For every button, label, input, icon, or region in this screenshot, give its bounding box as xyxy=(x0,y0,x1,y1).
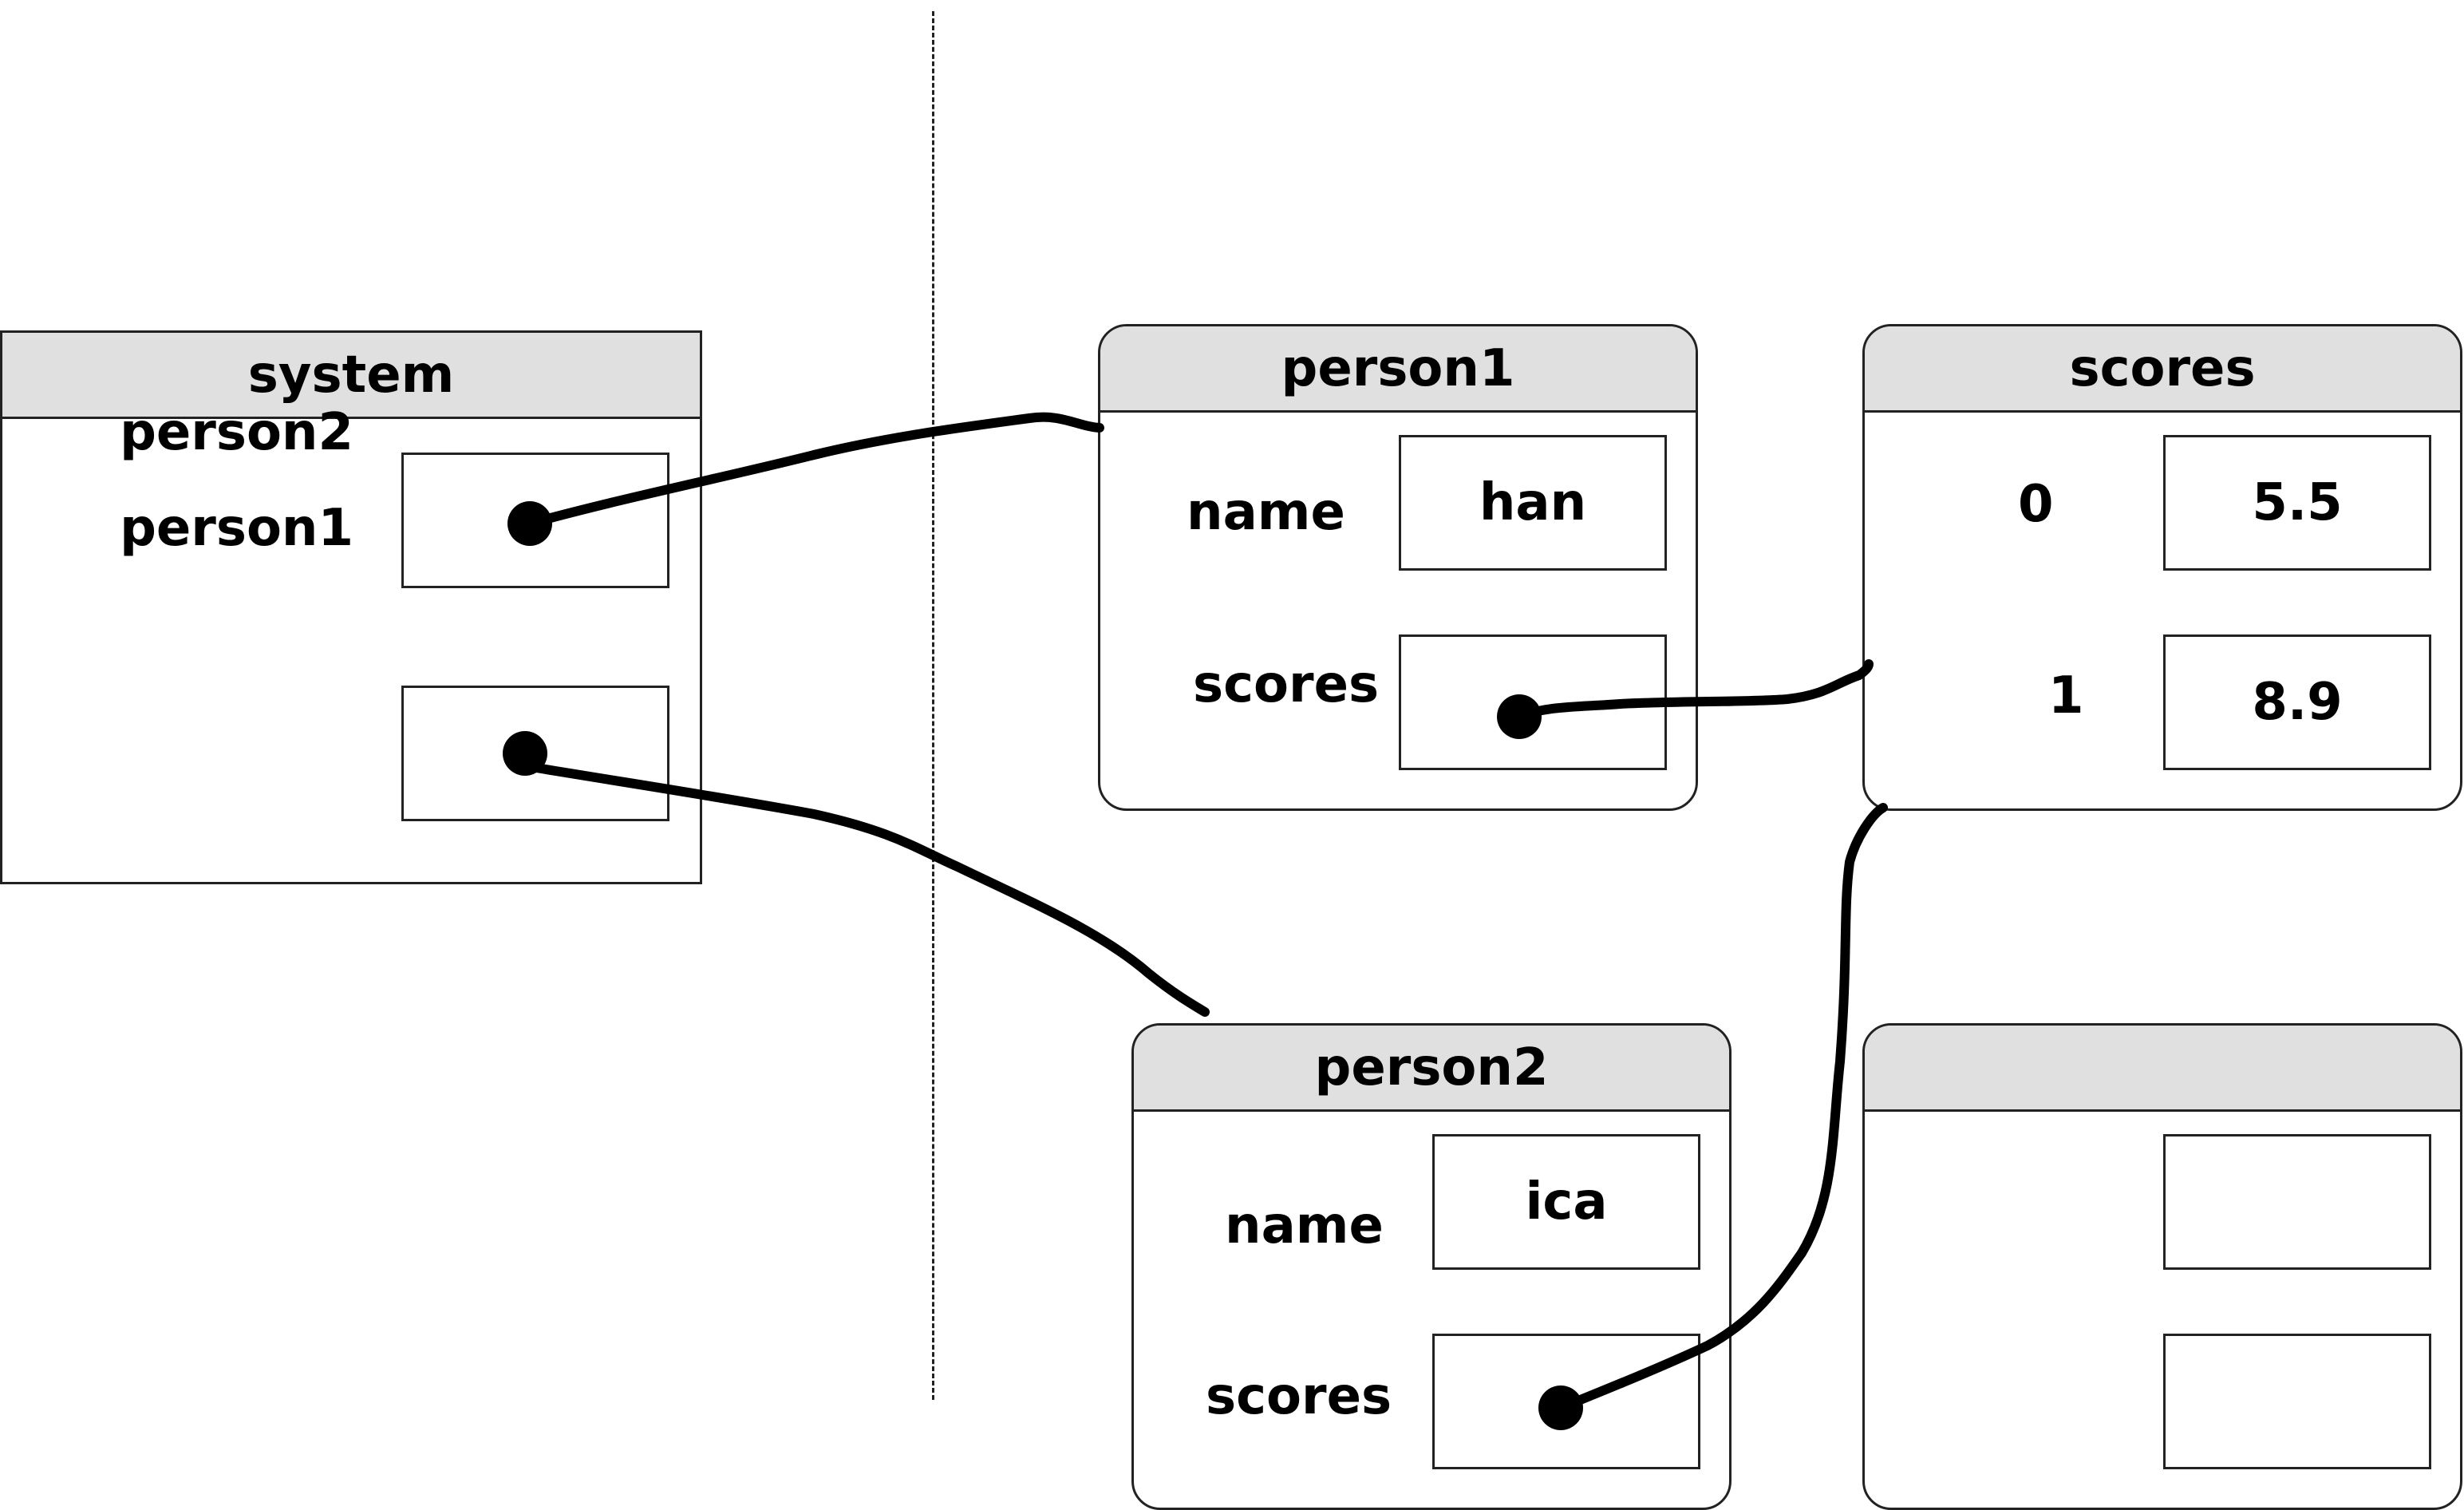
person1-scores-label: scores xyxy=(1193,655,1380,714)
person1-scores-slot xyxy=(1399,634,1667,770)
empty-array-slot-0 xyxy=(2163,1134,2431,1270)
system-person1-slot xyxy=(401,453,669,588)
person2-name-slot: ica xyxy=(1432,1134,1700,1270)
system-person1-label: person1 xyxy=(120,499,353,558)
scores-index-1-slot: 8.9 xyxy=(2163,634,2431,770)
empty-array-slot-1 xyxy=(2163,1334,2431,1469)
system-frame-title: system xyxy=(2,333,700,419)
person1-object: person1 name han scores xyxy=(1098,324,1698,811)
person2-object-title: person2 xyxy=(1134,1026,1729,1112)
person2-scores-slot xyxy=(1432,1334,1700,1469)
scores-array-title: scores xyxy=(1865,326,2460,413)
scores-index-1-label: 1 xyxy=(2048,666,2084,725)
person2-scores-label: scores xyxy=(1206,1367,1392,1426)
person2-object: person2 name ica scores xyxy=(1131,1023,1732,1510)
system-frame: system person1 person2 xyxy=(0,330,702,884)
scores-index-0-slot: 5.5 xyxy=(2163,435,2431,571)
empty-array-title xyxy=(1865,1026,2460,1112)
scores-index-0-label: 0 xyxy=(2018,475,2054,534)
scores-array-object: scores 0 5.5 1 8.9 xyxy=(1862,324,2462,811)
system-person2-slot xyxy=(401,686,669,821)
system-person2-label: person2 xyxy=(120,403,353,462)
empty-array-object xyxy=(1862,1023,2462,1510)
person1-object-title: person1 xyxy=(1100,326,1696,413)
person1-name-label: name xyxy=(1187,483,1345,542)
person2-name-label: name xyxy=(1225,1196,1384,1255)
stack-heap-divider xyxy=(932,11,934,1400)
person1-name-slot: han xyxy=(1399,435,1667,571)
